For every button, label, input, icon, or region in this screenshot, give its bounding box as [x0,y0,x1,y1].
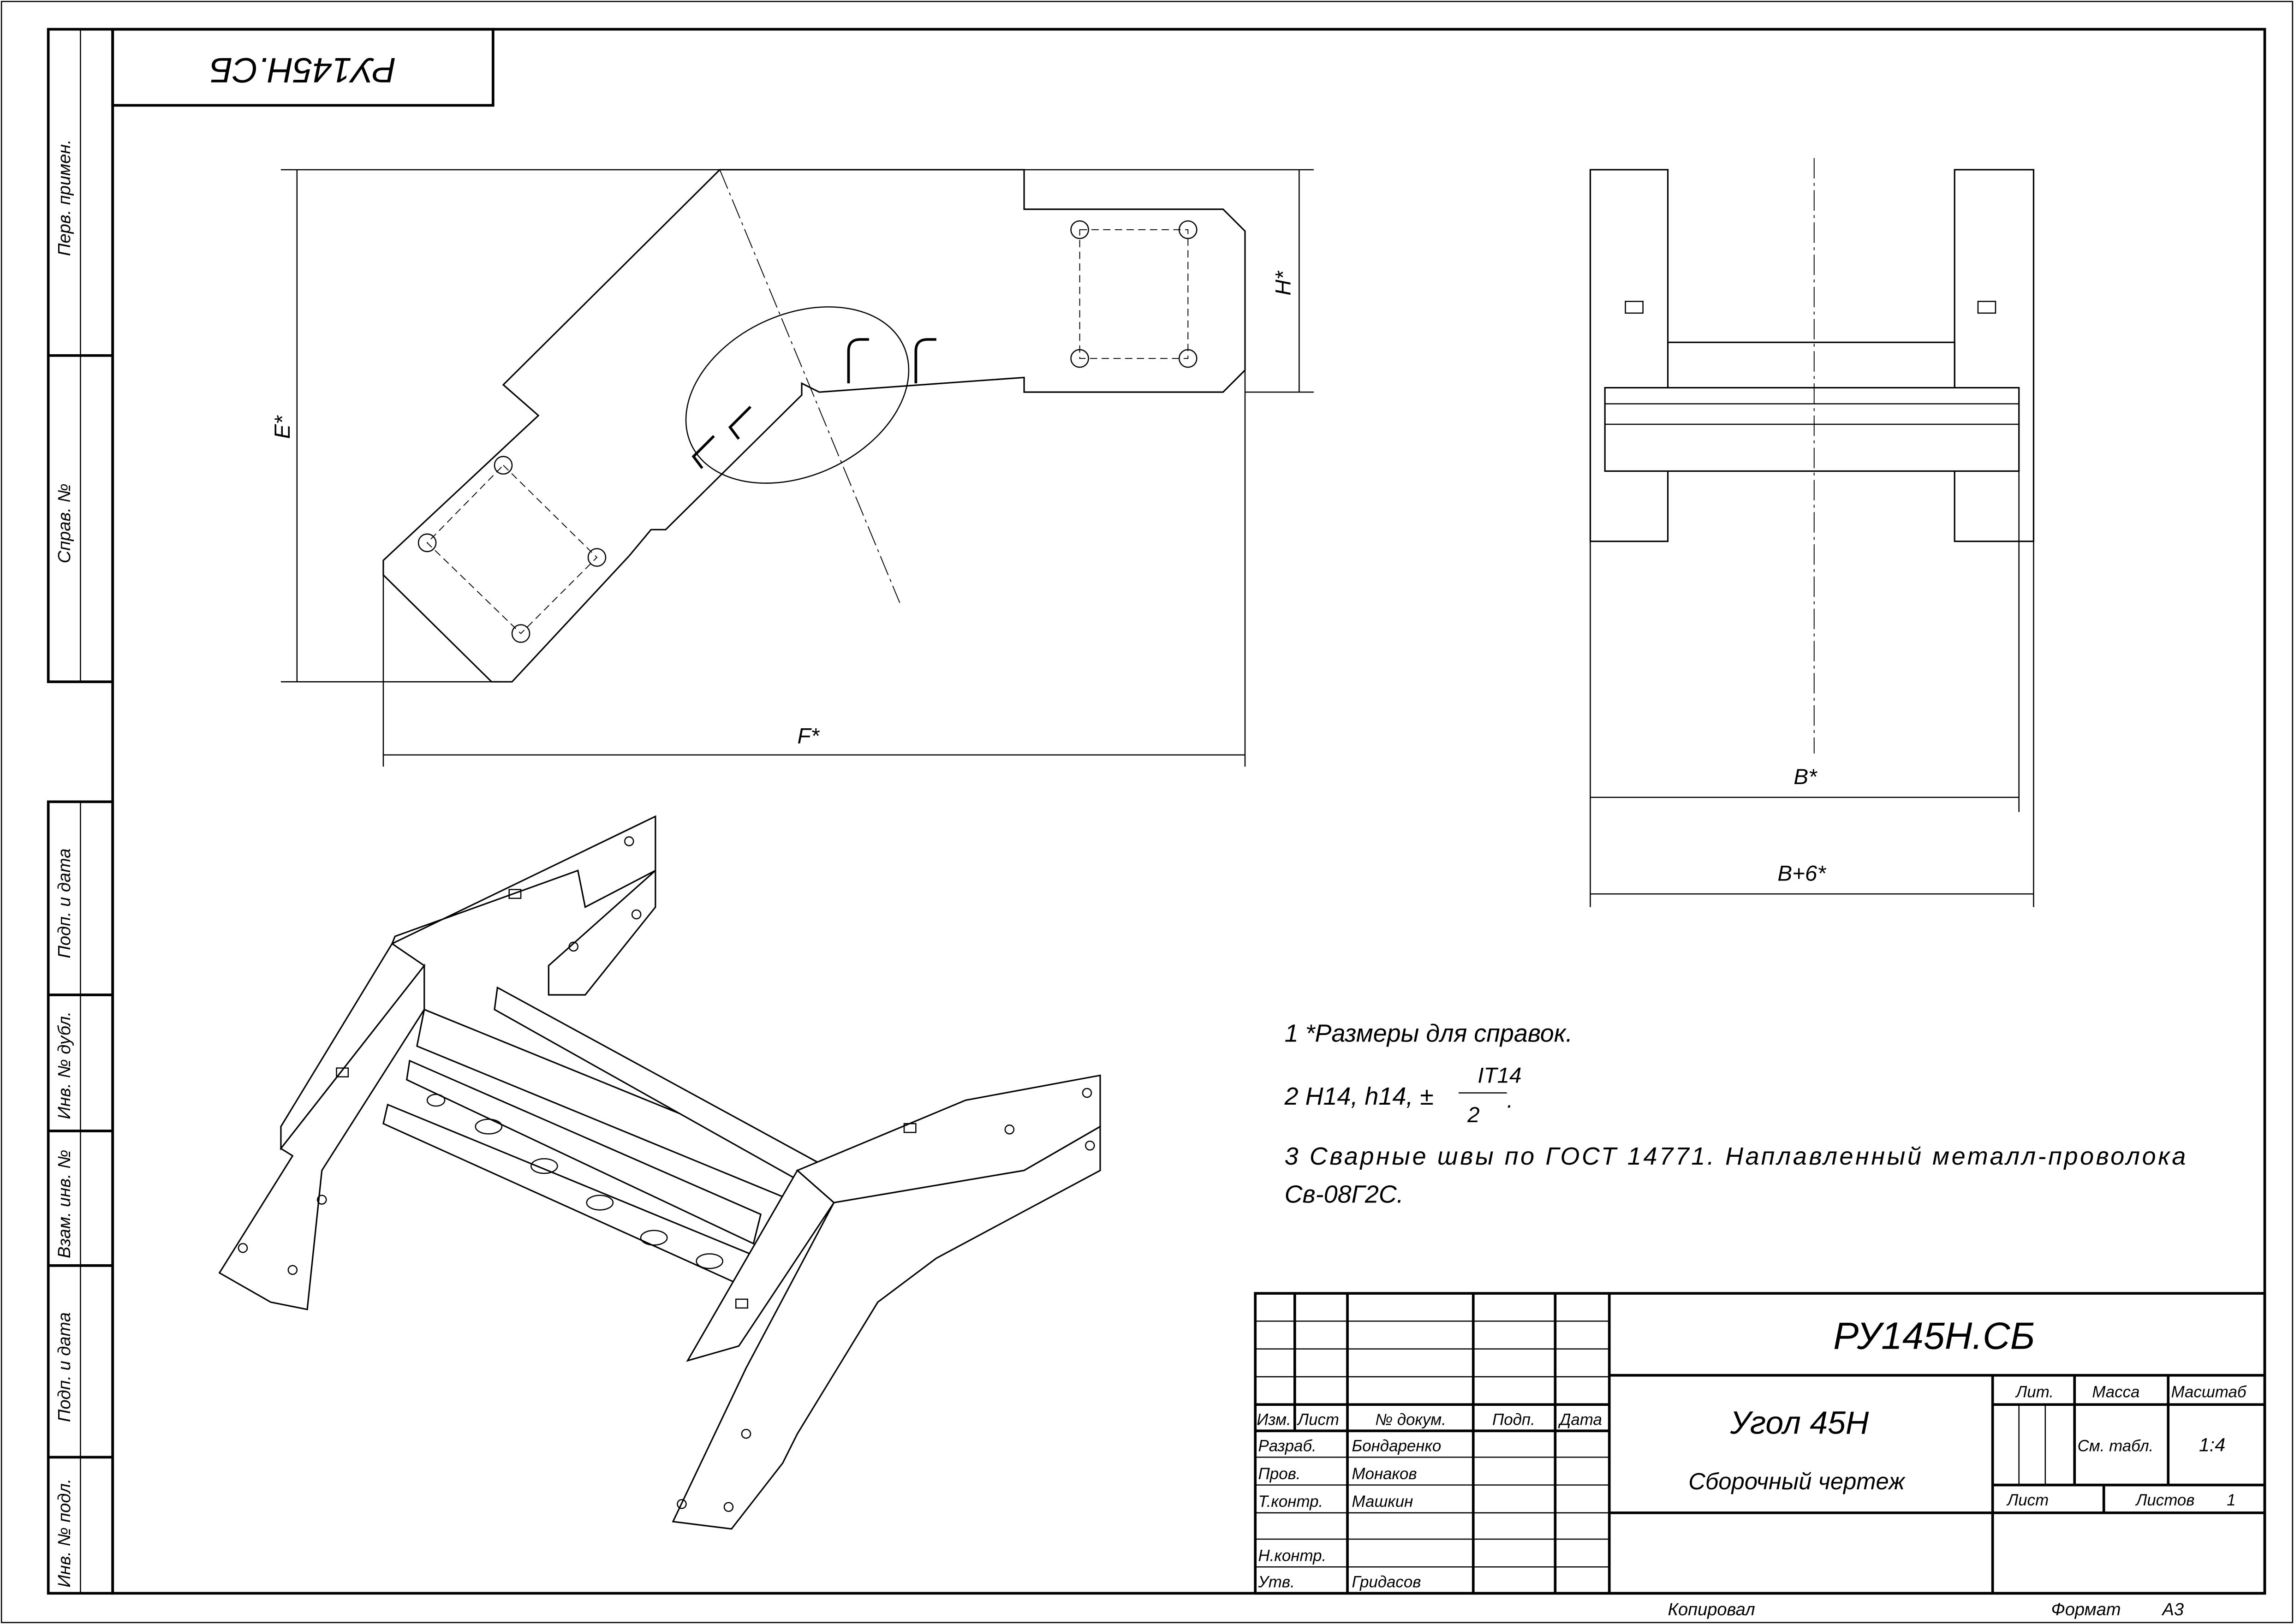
dimension-B: B* [1793,765,1817,789]
note-3-line-2: Св-08Г2С. [1285,1180,1404,1208]
header-izm: Изм. [1257,1411,1291,1429]
side-label: Перв. примен. [55,139,74,256]
note-3-line-1: 3 Сварные швы по ГОСТ 14771. Наплавленны… [1285,1142,2186,1170]
side-label: Инв. № дубл. [55,1011,74,1119]
product-name: Угол 45Н [1730,1405,1869,1441]
side-strip-top: Перв. примен. Справ. № [47,28,114,684]
note-2: 2 H14, h14, ± [1284,1083,1434,1110]
rotated-designation-stamp: РУ145Н.СБ [111,28,495,107]
header-sign: Подп. [1492,1411,1535,1429]
note-1: 1 *Размеры для справок. [1285,1020,1573,1047]
plan-view: E* H* F* [270,169,1314,767]
dimension-F: F* [797,724,820,748]
side-label: Взам. инв. № [55,1150,74,1258]
header-date: Дата [1558,1411,1602,1429]
sheets-label: Листов [2135,1491,2194,1509]
title-block: Изм. Лист № докум. Подп. Дата Разраб. Бо… [1254,1292,2266,1595]
sheet-label: Лист [2006,1491,2049,1509]
role-name: Гридасов [1352,1573,1421,1591]
scale-value: 1:4 [2199,1434,2225,1456]
role-label: Разраб. [1258,1437,1317,1455]
format-value: А3 [2162,1600,2184,1619]
scale-label: Масштаб [2171,1383,2247,1401]
document-type: Сборочный чертеж [1688,1468,1906,1494]
dimension-H: H* [1271,270,1295,295]
sheets-value: 1 [2227,1491,2235,1509]
mounting-holes [417,220,1198,643]
isometric-view [218,815,1101,1530]
mass-value: См. табл. [2078,1437,2154,1455]
role-label: Н.контр. [1258,1547,1327,1565]
dimension-E: E* [270,415,295,439]
header-list: Лист [1297,1411,1339,1429]
note-2-denominator: 2 [1467,1103,1479,1127]
role-name: Монаков [1352,1465,1417,1483]
header-doc: № докум. [1375,1411,1446,1429]
role-name: Бондаренко [1352,1437,1442,1455]
side-label: Справ. № [55,483,74,563]
dimension-B-plus-6: B+6* [1777,862,1826,886]
front-view: B* B+6* [1589,158,2035,907]
note-2-suffix: . [1507,1088,1513,1112]
role-name: Машкин [1352,1493,1413,1511]
copied-label: Копировал [1668,1600,1755,1619]
designation: РУ145Н.СБ [1833,1315,2035,1357]
role-label: Пров. [1258,1465,1301,1483]
note-2-numerator: IT14 [1478,1063,1521,1088]
svg-text:РУ145Н.СБ: РУ145Н.СБ [210,50,396,89]
role-label: Утв. [1258,1573,1295,1591]
side-label: Подп. и дата [55,849,74,958]
side-label: Инв. № подл. [55,1479,74,1588]
side-strip-bottom: Подп. и дата Инв. № дубл. Взам. инв. № П… [47,800,114,1595]
format-label: Формат [2051,1600,2121,1619]
role-label: Т.контр. [1258,1493,1323,1511]
side-label: Подп. и дата [55,1312,74,1422]
mass-label: Масса [2092,1383,2139,1401]
technical-notes: 1 *Размеры для справок. 2 H14, h14, ± IT… [1284,1020,2186,1208]
lit-label: Лит. [2015,1383,2054,1401]
